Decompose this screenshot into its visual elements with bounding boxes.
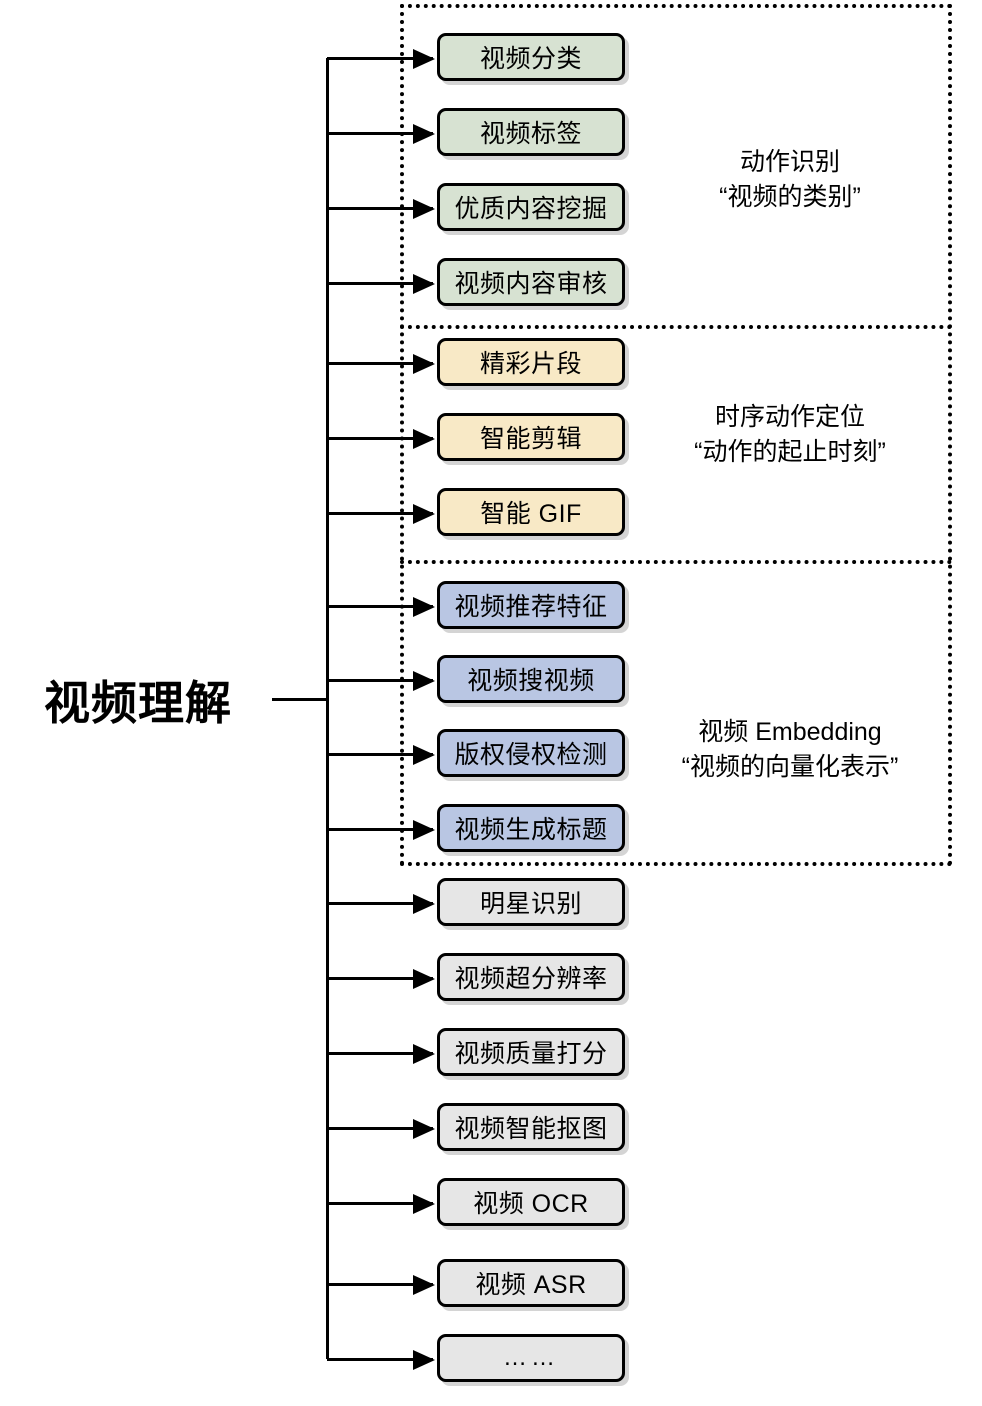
- node-video-recommendation-features[interactable]: 视频推荐特征: [437, 581, 625, 629]
- arrow-head-icon: [413, 819, 435, 840]
- trunk-line: [326, 58, 329, 1359]
- arrow-head-icon: [413, 198, 435, 219]
- arrow-head-icon: [413, 1274, 435, 1295]
- node-video-ocr[interactable]: 视频 OCR: [437, 1178, 625, 1226]
- connector-arrow: [327, 48, 435, 69]
- arrow-head-icon: [413, 1043, 435, 1064]
- arrow-head-icon: [413, 123, 435, 144]
- root-node-video-understanding: 视频理解: [44, 677, 232, 729]
- node-more-items[interactable]: ……: [437, 1334, 625, 1382]
- group-separator-2: [400, 560, 952, 564]
- node-video-super-resolution[interactable]: 视频超分辨率: [437, 953, 625, 1001]
- node-highlight-clips[interactable]: 精彩片段: [437, 338, 625, 386]
- group-caption-title: 时序动作定位: [714, 403, 865, 431]
- group-caption-video-embedding: 视频 Embedding “视频的向量化表示”: [640, 715, 940, 784]
- node-video-title-generation[interactable]: 视频生成标题: [437, 804, 625, 852]
- group-separator-1: [400, 325, 952, 329]
- connector-arrow: [327, 893, 435, 914]
- connector-arrow: [327, 198, 435, 219]
- group-caption-subtitle: “动作的起止时刻”: [694, 437, 886, 466]
- connector-arrow: [327, 1274, 435, 1295]
- arrow-head-icon: [413, 353, 435, 374]
- connector-arrow: [327, 1043, 435, 1064]
- connector-arrow: [327, 744, 435, 765]
- root-connector-stub: [272, 698, 328, 701]
- connector-arrow: [327, 1349, 435, 1370]
- group-caption-action-recognition: 动作识别 “视频的类别”: [640, 145, 940, 214]
- arrow-head-icon: [413, 273, 435, 294]
- connector-arrow: [327, 596, 435, 617]
- connector-arrow: [327, 123, 435, 144]
- node-video-to-video-search[interactable]: 视频搜视频: [437, 655, 625, 703]
- connector-arrow: [327, 353, 435, 374]
- arrow-head-icon: [413, 670, 435, 691]
- node-quality-content-mining[interactable]: 优质内容挖掘: [437, 183, 625, 231]
- node-celebrity-recognition[interactable]: 明星识别: [437, 878, 625, 926]
- arrow-head-icon: [413, 503, 435, 524]
- connector-arrow: [327, 1118, 435, 1139]
- arrow-head-icon: [413, 1118, 435, 1139]
- group-caption-title: 视频 Embedding: [698, 718, 882, 746]
- arrow-head-icon: [413, 893, 435, 914]
- group-caption-subtitle: “视频的类别”: [719, 182, 861, 211]
- group-caption-subtitle: “视频的向量化表示”: [681, 752, 899, 781]
- node-video-classification[interactable]: 视频分类: [437, 33, 625, 81]
- connector-arrow: [327, 1193, 435, 1214]
- group-caption-title: 动作识别: [739, 148, 840, 176]
- connector-arrow: [327, 273, 435, 294]
- connector-arrow: [327, 670, 435, 691]
- node-smart-gif[interactable]: 智能 GIF: [437, 488, 625, 536]
- connector-arrow: [327, 819, 435, 840]
- connector-arrow: [327, 503, 435, 524]
- arrow-head-icon: [413, 744, 435, 765]
- node-video-content-review[interactable]: 视频内容审核: [437, 258, 625, 306]
- group-caption-temporal-action-localization: 时序动作定位 “动作的起止时刻”: [640, 400, 940, 469]
- node-smart-editing[interactable]: 智能剪辑: [437, 413, 625, 461]
- connector-arrow: [327, 428, 435, 449]
- node-video-tagging[interactable]: 视频标签: [437, 108, 625, 156]
- arrow-head-icon: [413, 1193, 435, 1214]
- arrow-head-icon: [413, 428, 435, 449]
- node-copyright-infringement-detection[interactable]: 版权侵权检测: [437, 729, 625, 777]
- arrow-head-icon: [413, 1349, 435, 1370]
- node-video-smart-matting[interactable]: 视频智能抠图: [437, 1103, 625, 1151]
- arrow-head-icon: [413, 596, 435, 617]
- node-video-asr[interactable]: 视频 ASR: [437, 1259, 625, 1307]
- arrow-head-icon: [413, 968, 435, 989]
- arrow-head-icon: [413, 48, 435, 69]
- node-video-quality-scoring[interactable]: 视频质量打分: [437, 1028, 625, 1076]
- connector-arrow: [327, 968, 435, 989]
